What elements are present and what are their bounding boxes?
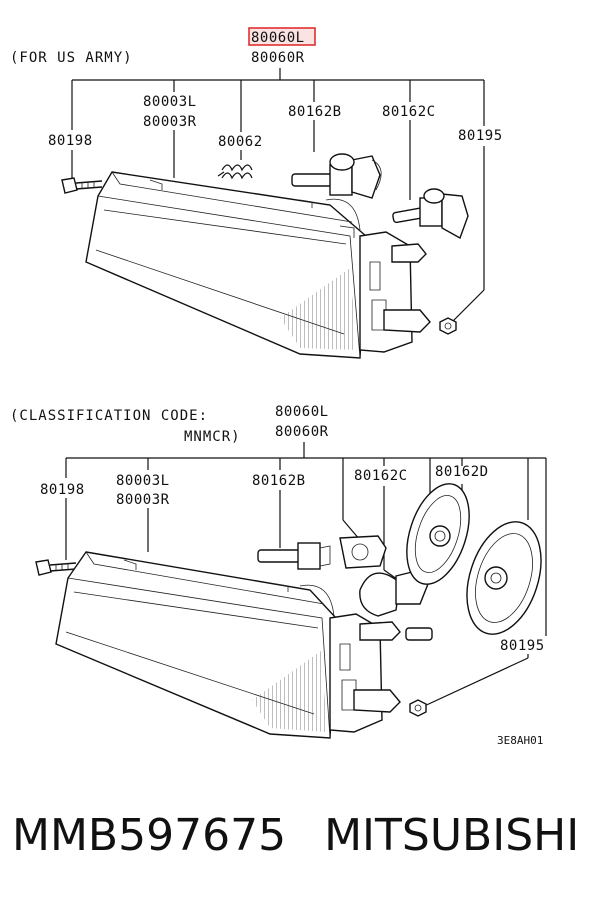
bottom-part-80162C: 80162C <box>354 468 408 484</box>
bottom-nut <box>409 699 427 717</box>
top-part-80195: 80195 <box>458 128 503 144</box>
bottom-headlamp <box>55 551 401 739</box>
brand-name: MITSUBISHI <box>324 810 580 861</box>
top-bulb-b <box>291 153 382 199</box>
top-assy-left: 80060L <box>251 30 305 46</box>
top-part-80198: 80198 <box>48 133 93 149</box>
bottom-bulb-b <box>257 542 331 570</box>
bottom-bolt <box>35 559 77 576</box>
top-part-80003R: 80003R <box>143 114 197 130</box>
bottom-reflector-1 <box>406 483 470 585</box>
bottom-part-80003R: 80003R <box>116 492 170 508</box>
top-part-80162C: 80162C <box>382 104 436 120</box>
bottom-section: (CLASSIFICATION CODE: MNMCR) 80060L 8006… <box>10 404 547 747</box>
top-part-80003L: 80003L <box>143 94 197 110</box>
bottom-part-80195: 80195 <box>500 638 545 654</box>
bottom-part-80162D: 80162D <box>435 464 489 480</box>
top-leader-lines <box>71 68 485 323</box>
bottom-part-80162B: 80162B <box>252 473 306 489</box>
top-spring <box>217 164 253 180</box>
bottom-note-line1: (CLASSIFICATION CODE: <box>10 408 208 424</box>
bottom-part-80003L: 80003L <box>116 473 170 489</box>
top-part-80062: 80062 <box>218 134 263 150</box>
bottom-assy-right: 80060R <box>275 424 329 440</box>
top-assy-right: 80060R <box>251 50 305 66</box>
top-note: (FOR US ARMY) <box>10 50 133 66</box>
top-section: (FOR US ARMY) 80060L 80060R 80198 80003L… <box>10 27 503 359</box>
top-nut <box>439 317 457 335</box>
bottom-reflector-2 <box>466 521 542 635</box>
bottom-note-line2: MNMCR) <box>184 429 241 445</box>
highlight-box <box>248 27 316 46</box>
top-bolt <box>61 177 103 194</box>
part-number: MMB597675 <box>12 810 287 861</box>
top-headlamp <box>85 171 431 359</box>
footer: MMB597675 MITSUBISHI <box>12 810 600 870</box>
bottom-socket-c <box>339 535 433 641</box>
top-bulb-c <box>392 188 469 240</box>
diagram-code: 3E8AH01 <box>497 734 543 747</box>
top-part-80162B: 80162B <box>288 104 342 120</box>
bottom-part-80198: 80198 <box>40 482 85 498</box>
bottom-assy-left: 80060L <box>275 404 329 420</box>
